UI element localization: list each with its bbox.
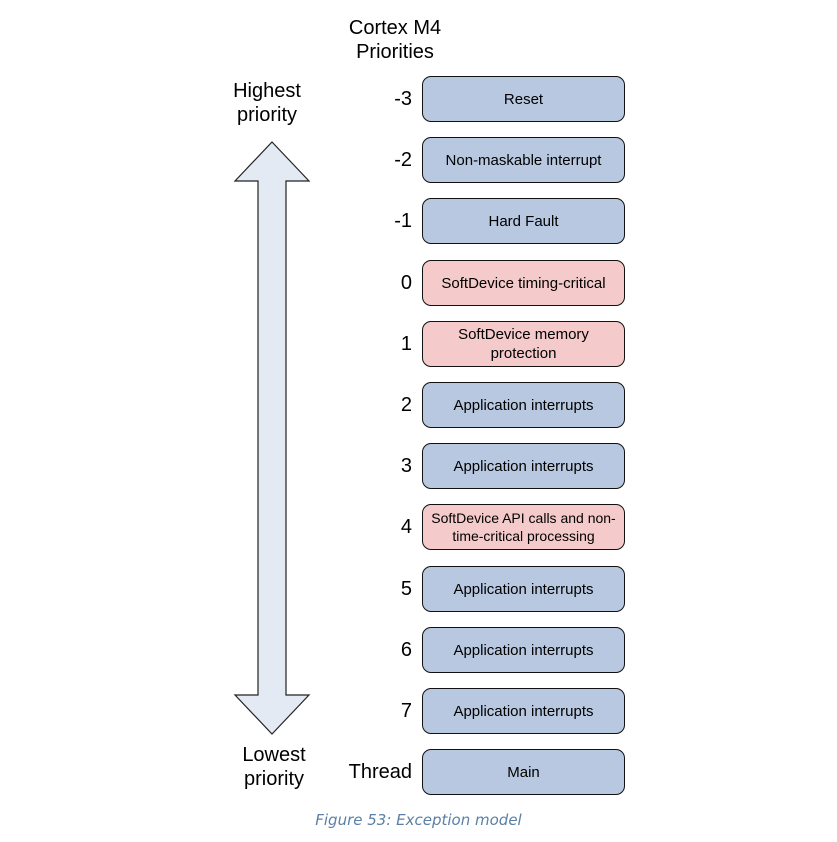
highest-line-2: priority (236, 104, 297, 126)
priority-box-label: Application interrupts (453, 641, 594, 659)
priority-number: 7 (400, 700, 412, 722)
priority-number: 2 (400, 394, 412, 416)
priority-box-label: Application interrupts (453, 457, 594, 475)
priority-box-label: SoftDevice timing-critical (441, 274, 606, 292)
softdevice-priority-box: SoftDevice timing-critical (422, 260, 625, 306)
header-line-1: Cortex M4 (348, 17, 442, 39)
priority-box: Application interrupts (422, 566, 625, 612)
lowest-line-1: Lowest (242, 744, 306, 766)
priority-number: 0 (400, 272, 412, 294)
highest-line-1: Highest (233, 80, 301, 102)
header-line-2: Priorities (356, 41, 434, 63)
priority-number: 4 (400, 516, 412, 538)
highest-priority-label: Highest priority (207, 79, 327, 127)
lowest-priority-label: Lowest priority (214, 743, 334, 791)
priority-number: -1 (394, 210, 412, 232)
softdevice-priority-box: SoftDevice API calls and non-time-critic… (422, 504, 625, 550)
priority-number: 1 (400, 333, 412, 355)
figure-caption: Figure 53: Exception model (315, 811, 522, 829)
priority-box-label: Application interrupts (453, 396, 594, 414)
priority-box-label: Hard Fault (488, 212, 559, 230)
priority-box: Hard Fault (422, 198, 625, 244)
lowest-line-2: priority (243, 768, 304, 790)
priority-number: Thread (348, 761, 412, 783)
priority-box-label: Main (507, 763, 540, 781)
priority-box-label: Non-maskable interrupt (445, 151, 602, 169)
double-arrow-icon (233, 141, 311, 735)
priority-box-label: SoftDevice memory protection (458, 326, 589, 362)
priority-box-label: SoftDevice API calls and non-time-critic… (431, 510, 616, 544)
priority-box: Non-maskable interrupt (422, 137, 625, 183)
priority-number: 5 (400, 578, 412, 600)
priority-number: -2 (394, 149, 412, 171)
priority-box-label: Application interrupts (453, 702, 594, 720)
priority-box-label: Application interrupts (453, 580, 594, 598)
priority-number: -3 (394, 88, 412, 110)
softdevice-priority-box: SoftDevice memory protection (422, 321, 625, 367)
priority-number: 6 (400, 639, 412, 661)
priority-box: Application interrupts (422, 443, 625, 489)
priority-box: Application interrupts (422, 688, 625, 734)
priorities-header: Cortex M4 Priorities (330, 16, 460, 64)
priority-number: 3 (400, 455, 412, 477)
priority-box: Main (422, 749, 625, 795)
priority-box: Application interrupts (422, 627, 625, 673)
priority-box: Application interrupts (422, 382, 625, 428)
priority-box: Reset (422, 76, 625, 122)
priority-box-label: Reset (503, 90, 544, 108)
